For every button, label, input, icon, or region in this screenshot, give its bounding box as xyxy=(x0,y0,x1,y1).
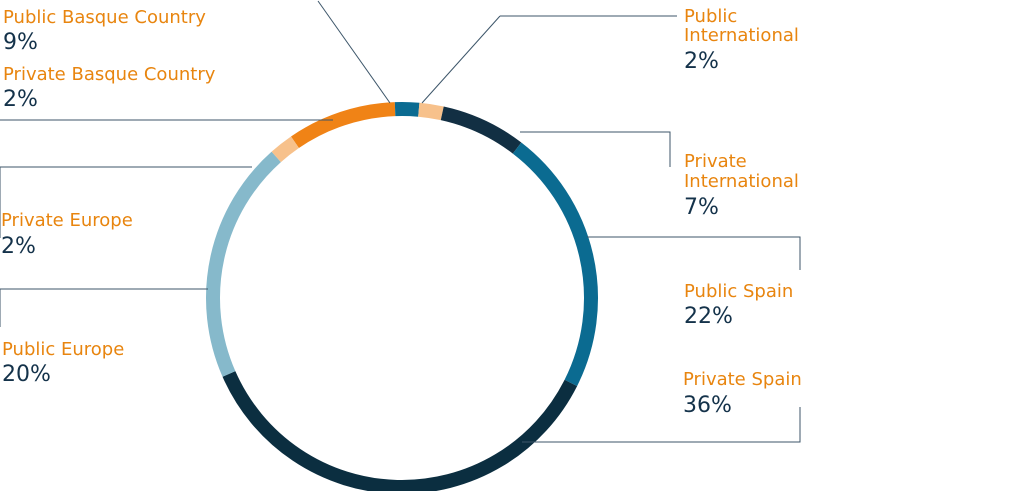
value-private-spain: 36% xyxy=(683,393,732,418)
value-public-spain: 22% xyxy=(684,304,733,329)
label-public-basque-country: Public Basque Country xyxy=(3,7,206,28)
leader-line-public-europe xyxy=(0,166,252,238)
donut-segment-public-basque-country xyxy=(290,102,396,149)
leader-lines xyxy=(0,0,801,443)
value-private-europe: 2% xyxy=(1,234,36,259)
leader-line-public-international xyxy=(421,15,677,104)
donut-ring xyxy=(206,102,598,491)
value-private-basque-country: 2% xyxy=(3,87,38,112)
label-private-europe: Private Europe xyxy=(1,210,133,231)
label-private-basque-country: Private Basque Country xyxy=(3,64,216,85)
value-public-basque-country: 9% xyxy=(3,30,38,55)
leader-line-private-spain xyxy=(522,407,801,443)
label-public-europe: Public Europe xyxy=(2,339,124,360)
donut-segment-public-spain xyxy=(512,142,598,387)
donut-segment-private-europe xyxy=(271,136,299,163)
donut-segment-private-spain xyxy=(222,371,578,491)
leader-line-private-europe xyxy=(0,288,208,327)
donut-segment-public-international xyxy=(418,102,444,121)
label-public-spain: Public Spain xyxy=(684,281,793,302)
label-private-spain: Private Spain xyxy=(683,369,802,390)
donut-segment-private-international xyxy=(440,106,522,154)
leader-line-public-spain xyxy=(587,236,801,270)
value-public-international: 2% xyxy=(684,49,719,74)
leader-line-public-basque-country xyxy=(317,0,391,104)
leader-line-private-international xyxy=(520,131,671,167)
donut-segment-public-europe xyxy=(206,151,281,377)
donut-segment-private-basque-country xyxy=(394,102,420,117)
value-private-international: 7% xyxy=(684,195,719,220)
value-public-europe: 20% xyxy=(2,362,51,387)
